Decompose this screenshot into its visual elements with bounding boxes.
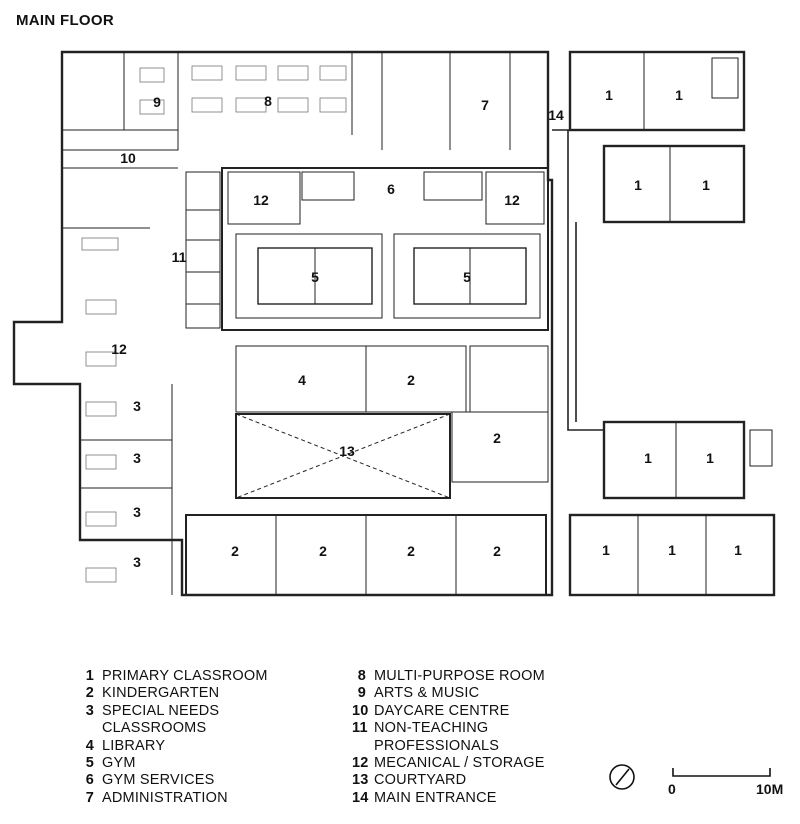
wing-bottom-right: [568, 513, 776, 597]
room-label-administration: 7: [481, 97, 489, 113]
room-label-primary-g: 1: [602, 542, 610, 558]
room-label-kindergarten-b: 2: [493, 430, 501, 446]
courtyard-outline: [235, 413, 451, 499]
wing-low-right: [602, 420, 746, 500]
room-label-primary-f: 1: [706, 450, 714, 466]
wing-top-right: [568, 50, 746, 132]
room-label-special-a: 3: [133, 398, 141, 414]
room-label-gym-b: 5: [463, 269, 471, 285]
room-label-primary-i: 1: [734, 542, 742, 558]
page-title: MAIN FLOOR: [16, 12, 114, 29]
wing-mid-right: [602, 144, 746, 224]
room-label-main-entrance: 14: [548, 107, 564, 123]
room-label-special-d: 3: [133, 554, 141, 570]
room-label-storage-c: 12: [111, 341, 127, 357]
room-label-kindergarten-c: 2: [231, 543, 239, 559]
room-label-kindergarten-e: 2: [407, 543, 415, 559]
room-label-special-c: 3: [133, 504, 141, 520]
room-label-primary-h: 1: [668, 542, 676, 558]
room-label-primary-b: 1: [675, 87, 683, 103]
room-label-kindergarten-d: 2: [319, 543, 327, 559]
room-label-library: 4: [298, 372, 306, 388]
room-label-kindergarten-f: 2: [493, 543, 501, 559]
room-label-gym-a: 5: [311, 269, 319, 285]
room-label-primary-c: 1: [634, 177, 642, 193]
room-label-non-teaching: 11: [172, 249, 187, 265]
corridor-right: [552, 129, 604, 431]
north-arrow-icon: [609, 764, 635, 790]
building-outline: [12, 50, 554, 597]
room-label-multi-purpose: 8: [264, 93, 272, 109]
scale-end-label: 10M: [756, 781, 784, 797]
room-label-primary-d: 1: [702, 177, 710, 193]
room-label-storage-a: 12: [253, 192, 269, 208]
room-label-primary-a: 1: [605, 87, 613, 103]
room-label-special-b: 3: [133, 450, 141, 466]
room-label-courtyard: 13: [339, 443, 355, 459]
room-label-primary-e: 1: [644, 450, 652, 466]
room-label-kindergarten-a: 2: [407, 372, 415, 388]
room-label-daycare: 10: [120, 150, 136, 166]
room-label-arts-music: 9: [153, 94, 161, 110]
scale-bar: [672, 768, 771, 777]
room-label-storage-b: 12: [504, 192, 520, 208]
room-label-gym-services: 6: [387, 181, 395, 197]
scale-start-label: 0: [668, 781, 676, 797]
